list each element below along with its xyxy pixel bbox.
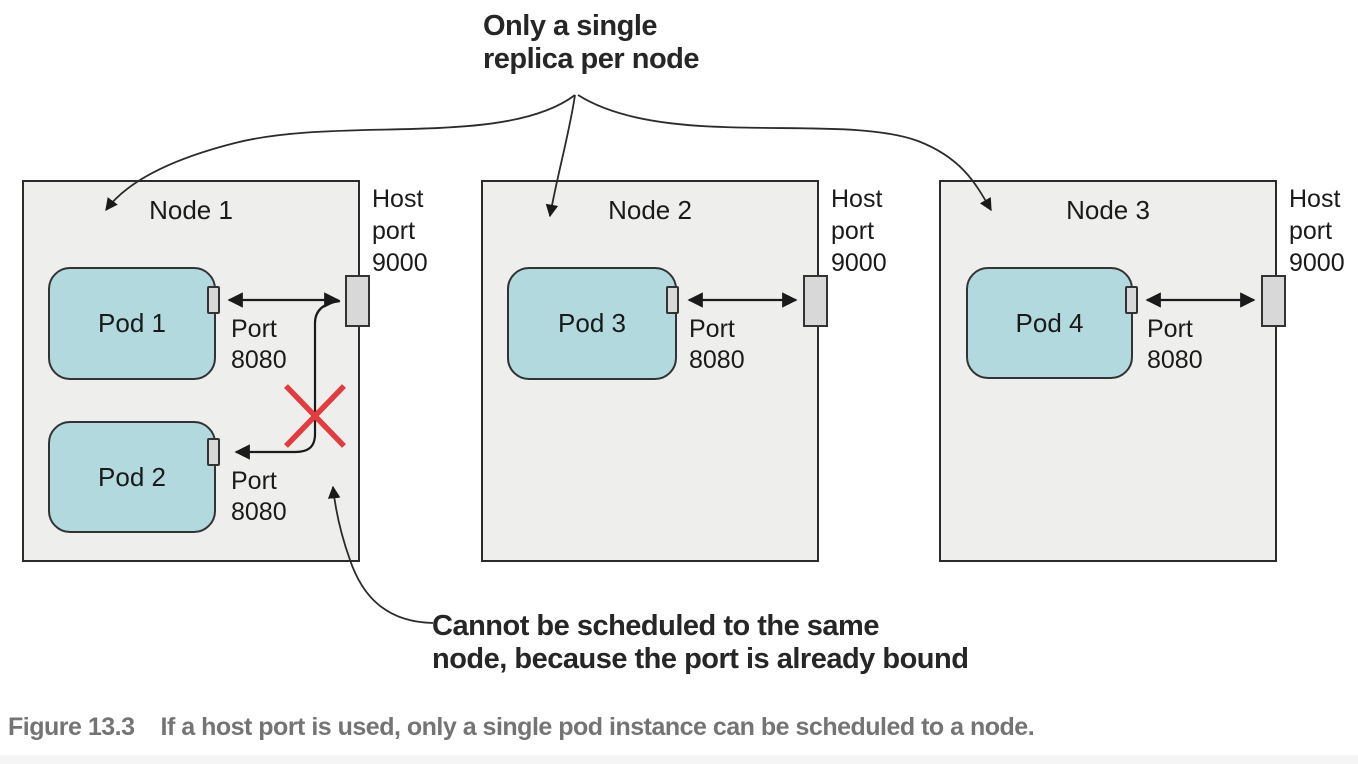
- pod4-box: Pod 4: [966, 267, 1133, 379]
- pod4-port-connector: [1125, 286, 1138, 314]
- pod3-box: Pod 3: [507, 267, 677, 380]
- pod3-title: Pod 3: [558, 308, 626, 338]
- node1-hostport-connector: [345, 275, 370, 327]
- node1-hostport-label: Host port 9000: [372, 185, 428, 277]
- node2-hostport-label: Host port 9000: [831, 185, 887, 277]
- annotation-cannot-schedule: Cannot be scheduled to the same node, be…: [432, 610, 969, 675]
- pod3-port-connector: [666, 286, 679, 314]
- pod1-title: Pod 1: [98, 308, 166, 338]
- pod2-box: Pod 2: [48, 421, 216, 533]
- pod4-title: Pod 4: [1015, 307, 1084, 338]
- pod1-port-connector: [207, 286, 220, 314]
- pod4-port-label: Port 8080: [1147, 315, 1203, 374]
- pod3-port-label: Port 8080: [689, 315, 745, 374]
- node3-hostport-connector: [1261, 275, 1286, 327]
- figure-caption-label: Figure 13.3: [8, 713, 135, 741]
- node1-title: Node 1: [149, 195, 233, 225]
- figure-caption: Figure 13.3 If a host port is used, only …: [8, 713, 1035, 742]
- annotation-single-replica: Only a single replica per node: [483, 10, 700, 75]
- figure-caption-text: If a host port is used, only a single po…: [160, 713, 1035, 741]
- node2-title: Node 2: [608, 195, 692, 225]
- pod2-port-label: Port 8080: [231, 467, 287, 526]
- node2-hostport-connector: [803, 275, 828, 327]
- pod1-box: Pod 1: [48, 267, 216, 380]
- node3-hostport-label: Host port 9000: [1289, 185, 1345, 277]
- pod1-port-label: Port 8080: [231, 315, 287, 374]
- node3-title: Node 3: [1066, 195, 1150, 225]
- page-edge-strip: [0, 755, 1358, 764]
- pod2-title: Pod 2: [98, 461, 166, 492]
- pod2-port-connector: [207, 438, 220, 466]
